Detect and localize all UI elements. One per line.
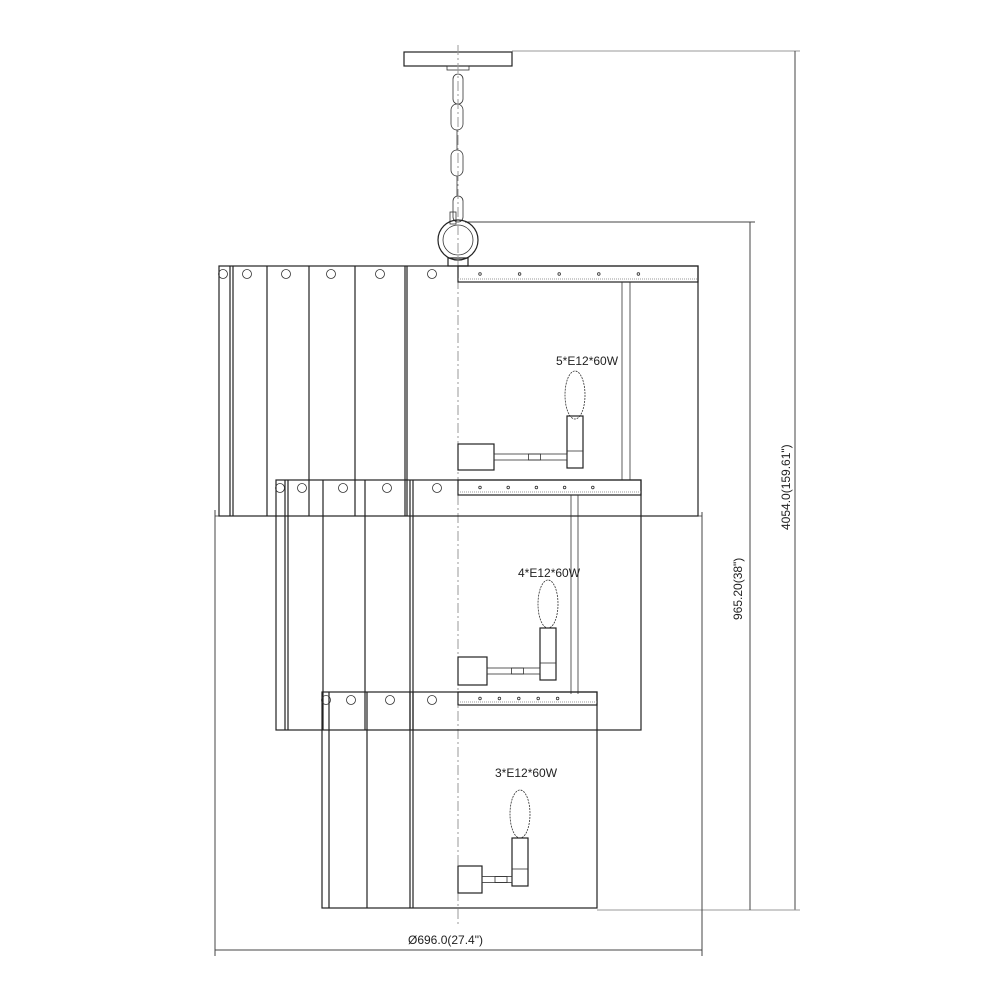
bulb-icon	[564, 370, 586, 420]
overall-height-dimension	[512, 50, 800, 911]
rivet	[517, 696, 521, 701]
tier-frame	[321, 691, 598, 909]
bulb-spec-top: 5*E12*60W	[556, 354, 619, 368]
panel-hole	[275, 483, 285, 493]
bulb-icon	[509, 789, 531, 839]
overall-height-label: 4054.0(159.61")	[779, 444, 793, 530]
rivet	[517, 272, 522, 276]
arm-coupler	[511, 667, 524, 675]
panel-hole	[385, 695, 395, 705]
diameter-label: Ø696.0(27.4")	[408, 933, 483, 947]
panel-hole	[321, 695, 331, 705]
fixture-height-label: 965.20(38")	[731, 557, 745, 620]
arm-coupler	[528, 453, 541, 461]
top-rail	[457, 691, 598, 706]
arm-mount	[457, 865, 483, 894]
rivet	[478, 485, 482, 490]
diameter-dimension	[214, 510, 703, 956]
tier-middle	[275, 479, 642, 731]
top-rail	[457, 479, 642, 496]
rivet	[478, 272, 482, 276]
candle-arm	[481, 876, 513, 883]
rivet	[478, 696, 482, 701]
rivet	[562, 485, 567, 490]
panel-hole	[427, 695, 437, 705]
rivet	[557, 272, 561, 276]
rivet	[636, 272, 641, 276]
tier-bottom	[321, 691, 598, 909]
panel-hole	[382, 483, 392, 493]
rivet	[534, 485, 539, 490]
panel-hole	[432, 483, 442, 493]
candle-socket	[566, 415, 584, 469]
arm-mount	[457, 656, 488, 686]
panel-hole	[281, 269, 291, 279]
panel-hole	[427, 269, 437, 279]
rivet	[536, 696, 540, 701]
arm-coupler	[494, 876, 508, 883]
rivet	[597, 272, 601, 276]
bulb-spec-middle: 4*E12*60W	[518, 566, 581, 580]
bulb-icon	[537, 579, 559, 629]
chain	[449, 73, 464, 225]
panel-hole	[338, 483, 348, 493]
fixture-height-dimension	[465, 221, 755, 910]
bulb-spec-bottom: 3*E12*60W	[495, 766, 558, 780]
candle-arm	[486, 667, 541, 675]
panel-hole	[297, 483, 307, 493]
rivet	[591, 485, 595, 490]
candle-socket	[539, 627, 557, 681]
panel-hole	[375, 269, 385, 279]
top-rail	[457, 265, 699, 283]
candle-arm	[493, 453, 568, 461]
panel-hole	[242, 269, 252, 279]
tier-top	[218, 265, 699, 517]
panel-hole	[218, 269, 228, 279]
panel-hole	[326, 269, 336, 279]
candle-socket	[511, 837, 529, 887]
rivet	[506, 485, 510, 490]
rivet	[555, 696, 560, 701]
panel-hole	[346, 695, 356, 705]
arm-mount	[457, 443, 495, 471]
rivet	[497, 696, 502, 701]
